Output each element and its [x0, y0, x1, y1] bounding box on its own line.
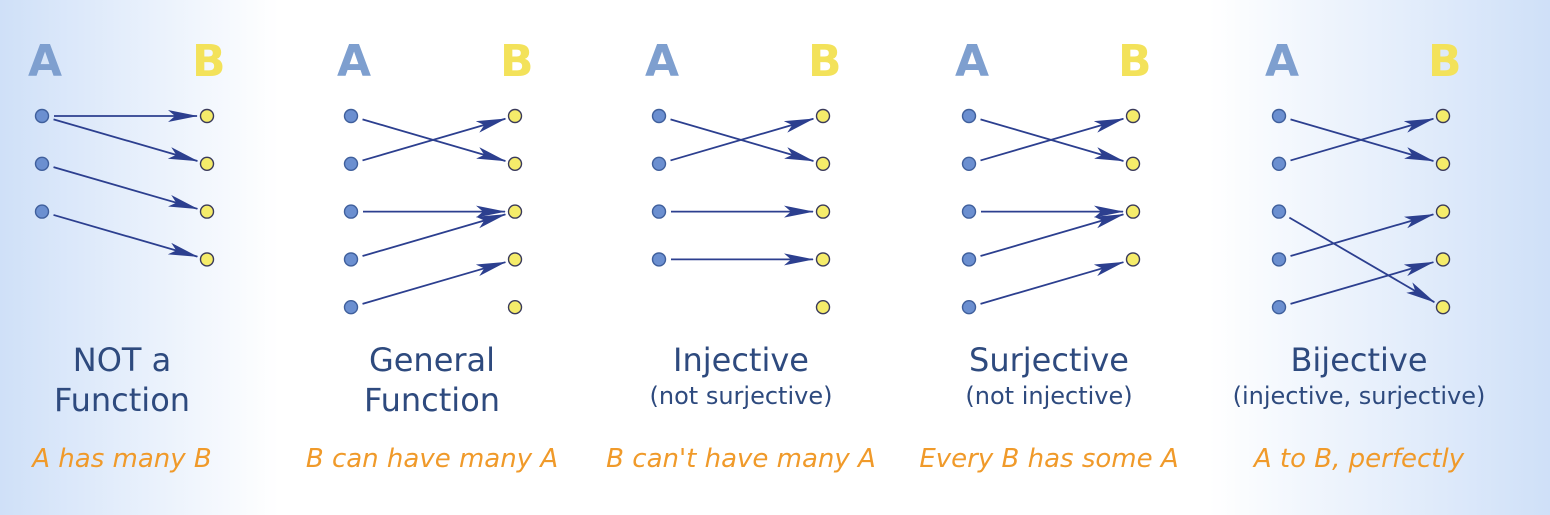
set-a-element-dot — [961, 252, 977, 267]
set-a-label: A — [645, 36, 680, 87]
set-a-element-dot — [961, 204, 977, 219]
mapping-arrow — [670, 117, 815, 162]
set-b-element-dot — [815, 252, 831, 267]
set-a-element-dot — [34, 156, 50, 172]
set-b-element-dot — [815, 204, 831, 219]
set-b-element-dot — [1435, 300, 1451, 315]
set-b-element-dot — [199, 156, 215, 172]
mapping-arrow — [362, 261, 507, 305]
panel-caption: A has many B — [32, 444, 212, 474]
set-a-label: A — [28, 36, 63, 87]
panel-caption: B can have many A — [305, 444, 559, 474]
set-a-element-dot — [651, 156, 667, 172]
mapping-arrow — [1290, 213, 1435, 257]
set-b-element-dot — [815, 108, 831, 124]
panel-title-line: Function — [53, 381, 191, 419]
set-b-label: B — [1118, 36, 1152, 87]
set-b-element-dot — [1435, 156, 1451, 172]
set-a-element-dot — [1271, 108, 1287, 124]
mapping-arrow — [53, 214, 199, 258]
set-b-element-dot — [199, 252, 215, 267]
set-b-element-dot — [199, 204, 215, 219]
set-a-element-dot — [343, 252, 359, 267]
set-b-element-dot — [815, 300, 831, 315]
set-b-label: B — [192, 36, 226, 87]
panel-caption: B can't have many A — [606, 444, 876, 474]
set-b-element-dot — [1435, 108, 1451, 124]
set-a-element-dot — [1271, 156, 1287, 172]
set-a-element-dot — [961, 108, 977, 124]
mapping-arrow — [1290, 117, 1435, 162]
set-b-label: B — [1428, 36, 1462, 87]
set-a-element-dot — [34, 204, 50, 219]
panel-title-line: Function — [363, 381, 501, 419]
set-a-element-dot — [651, 204, 667, 219]
mapping-arrow — [362, 117, 507, 162]
set-a-element-dot — [1271, 204, 1287, 219]
mapping-arrow — [980, 117, 1125, 162]
mapping-arrow — [980, 213, 1125, 257]
panel-title-line: Bijective — [1290, 341, 1428, 379]
panel-title-line: General — [368, 341, 496, 379]
set-a-label: A — [337, 36, 372, 87]
panel-caption: Every B has some A — [919, 444, 1179, 474]
mapping-arrow — [980, 261, 1125, 305]
set-a-element-dot — [961, 156, 977, 172]
set-a-element-dot — [343, 108, 359, 124]
set-b-element-dot — [507, 108, 523, 124]
mapping-arrow — [362, 213, 507, 257]
set-a-element-dot — [343, 300, 359, 315]
set-b-element-dot — [1125, 204, 1141, 219]
set-b-label: B — [500, 36, 534, 87]
panel-subtitle: (injective, surjective) — [1232, 382, 1486, 410]
panel-title-line: NOT a — [72, 341, 172, 379]
mapping-arrow — [53, 118, 199, 162]
set-a-element-dot — [1271, 300, 1287, 315]
panel-title-line: Injective — [673, 341, 809, 379]
set-a-element-dot — [651, 252, 667, 267]
mapping-arrow — [1290, 261, 1435, 305]
panel-subtitle: (not surjective) — [649, 382, 833, 410]
set-a-element-dot — [961, 300, 977, 315]
set-b-element-dot — [815, 156, 831, 172]
set-b-element-dot — [507, 204, 523, 219]
panel-caption: A to B, perfectly — [1253, 444, 1465, 474]
set-b-element-dot — [1125, 156, 1141, 172]
set-b-element-dot — [507, 252, 523, 267]
mapping-arrow — [1288, 216, 1436, 303]
mapping-arrow — [53, 166, 199, 210]
panel-title: Surjective (not injective) — [899, 340, 1199, 414]
set-b-element-dot — [507, 300, 523, 315]
set-b-label: B — [808, 36, 842, 87]
set-a-element-dot — [651, 108, 667, 124]
set-b-element-dot — [1125, 108, 1141, 124]
set-b-element-dot — [1435, 204, 1451, 219]
set-a-element-dot — [343, 156, 359, 172]
set-a-label: A — [1265, 36, 1300, 87]
set-a-label: A — [955, 36, 990, 87]
set-b-element-dot — [507, 156, 523, 172]
panel-title: Injective (not surjective) — [591, 340, 891, 414]
set-b-element-dot — [199, 108, 215, 124]
set-b-element-dot — [1435, 252, 1451, 267]
panel-title-line: Surjective — [969, 341, 1129, 379]
set-a-element-dot — [343, 204, 359, 219]
set-a-element-dot — [34, 108, 50, 124]
panel-subtitle: (not injective) — [965, 382, 1133, 410]
set-b-element-dot — [1125, 252, 1141, 267]
set-a-element-dot — [1271, 252, 1287, 267]
panel-title: Bijective (injective, surjective) — [1209, 340, 1509, 414]
